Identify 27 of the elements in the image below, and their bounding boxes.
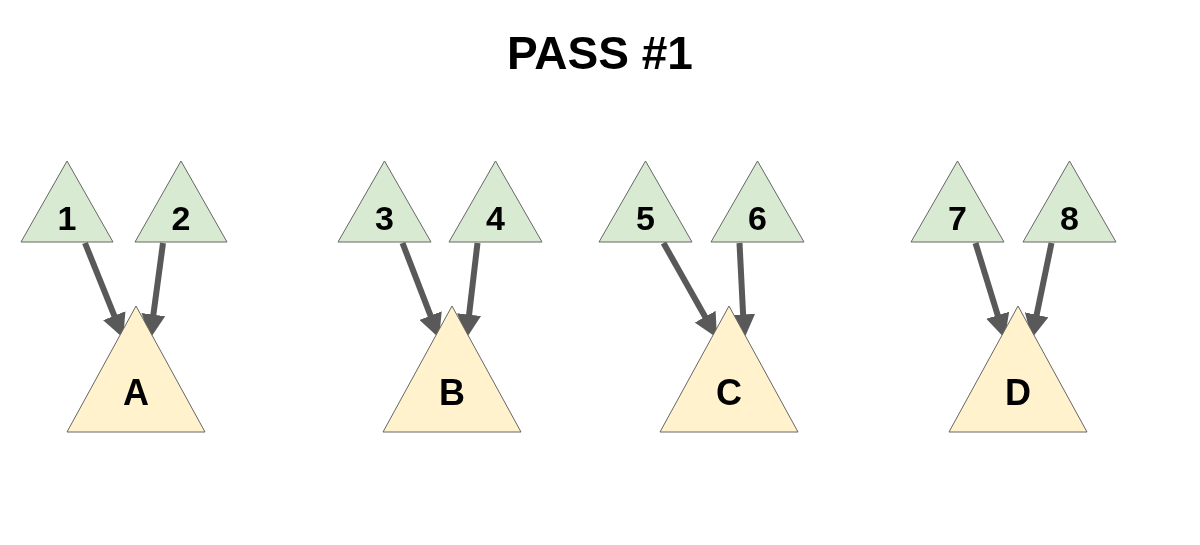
triangle-node (659, 305, 799, 433)
node-label: 7 (948, 201, 967, 235)
node-label: 8 (1060, 201, 1079, 235)
triangle-node (948, 305, 1088, 433)
triangle-node (448, 160, 543, 243)
arrow (660, 241, 717, 338)
triangle-node (134, 160, 228, 243)
node-label: 4 (486, 201, 505, 235)
triangle-node (910, 160, 1005, 243)
node-label: 2 (171, 201, 191, 235)
arrow (82, 241, 126, 338)
node-label: 1 (57, 201, 77, 235)
node-label: B (439, 375, 465, 411)
title: PASS #1 (507, 30, 693, 76)
triangle-node (598, 160, 693, 243)
node-label: A (123, 375, 149, 411)
node-label: C (716, 375, 742, 411)
triangle-node (337, 160, 432, 243)
node-label: D (1005, 375, 1031, 411)
node-label: 3 (375, 201, 394, 235)
triangle-node (66, 305, 206, 433)
node-label: 5 (636, 201, 655, 235)
triangle-node (20, 160, 114, 243)
node-label: 6 (748, 201, 767, 235)
triangle-node (1022, 160, 1117, 243)
triangle-node (382, 305, 522, 433)
triangle-node (710, 160, 805, 243)
